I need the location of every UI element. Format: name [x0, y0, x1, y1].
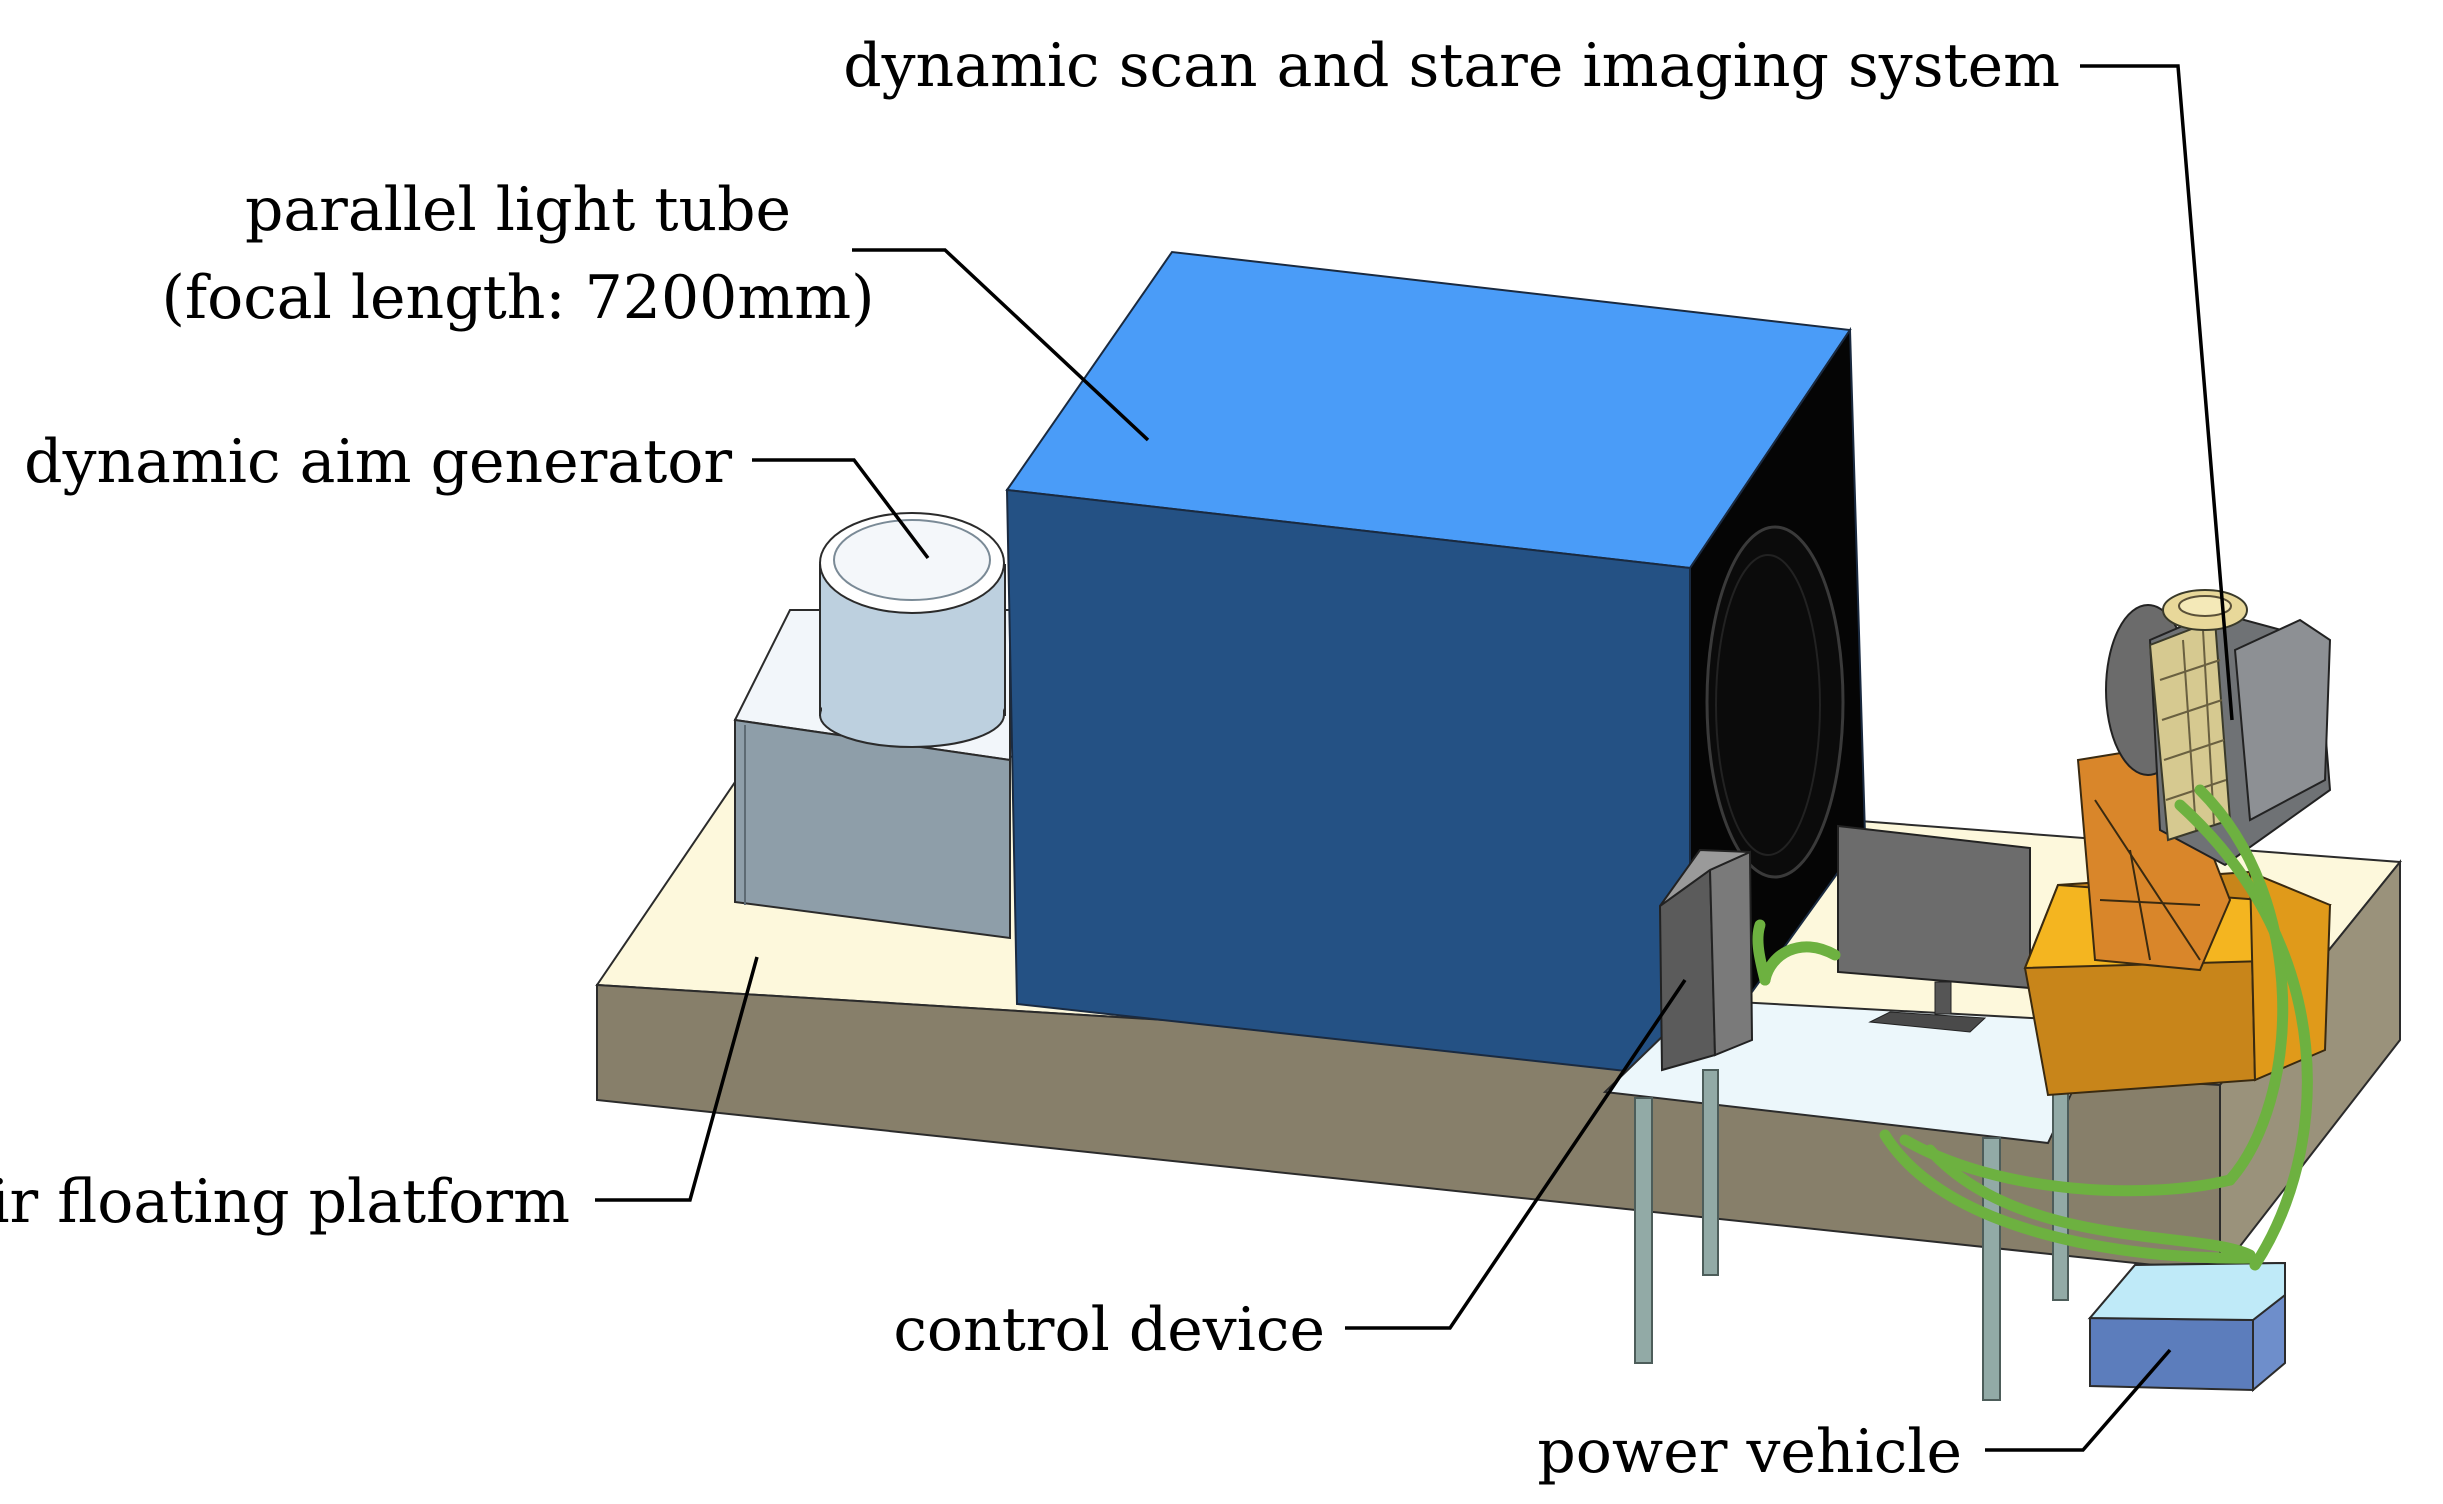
label-power-vehicle: power vehicle [1537, 1417, 1962, 1487]
cable-5 [2194, 784, 2289, 1186]
label-light-tube-line1: parallel light tube [245, 175, 791, 245]
label-light-tube-line2: (focal length: 7200mm) [161, 263, 874, 333]
leader-platform [595, 956, 759, 1202]
imaging-system [2023, 589, 2332, 1097]
imager-side-box [2233, 618, 2332, 822]
leader-power-vehicle [1985, 1348, 2172, 1452]
leader-aim-generator [752, 458, 930, 560]
label-platform: air floating platform [0, 1167, 570, 1237]
dynamic-aim-generator [733, 512, 1011, 940]
power-vehicle [2087, 1261, 2286, 1393]
cables [1752, 784, 2313, 1271]
label-aim-generator: dynamic aim generator [24, 427, 732, 497]
power-vehicle-front [2089, 1316, 2254, 1392]
leader-imaging-system [2080, 64, 2234, 721]
control-device-side [1708, 850, 1754, 1057]
monitor-neck [1934, 981, 1952, 1015]
leader-lines [595, 64, 2234, 1452]
table-leg-front-left [1634, 1097, 1653, 1364]
table-leg-back-left [1702, 1069, 1719, 1276]
control-device [1658, 848, 1754, 1072]
monitor-screen [1837, 824, 2031, 990]
tube-front-face [1005, 488, 1691, 1080]
cable-3 [2174, 799, 2313, 1271]
label-control-device: control device [893, 1295, 1325, 1365]
cable-7 [1752, 919, 1771, 986]
leader-light-tube [852, 248, 1150, 442]
control-device-top [1659, 848, 1751, 907]
leader-control-device [1345, 979, 1687, 1330]
cable-4 [1899, 1134, 2236, 1197]
label-imaging-system: dynamic scan and stare imaging system [843, 31, 2060, 101]
cable-2 [1879, 1129, 2256, 1264]
monitor-foot [1868, 1011, 1987, 1033]
cable-1 [1924, 1144, 2256, 1261]
tube-aperture [1705, 525, 1845, 879]
